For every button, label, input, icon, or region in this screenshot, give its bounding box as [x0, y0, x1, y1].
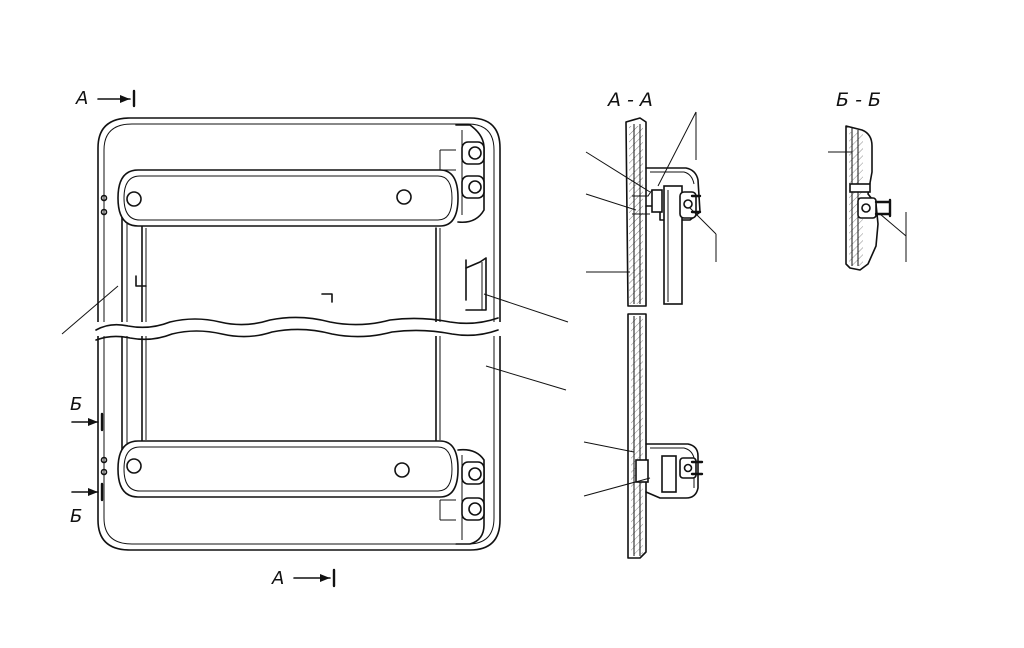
top-strap — [117, 169, 459, 227]
view-title: Б - Б — [836, 89, 881, 111]
strap-rivet-icon — [396, 189, 412, 205]
leader-line — [585, 193, 637, 211]
right-bottom-hinge — [439, 448, 485, 545]
hinge-bolt-icon — [468, 146, 482, 160]
outer-frame — [97, 117, 501, 551]
leader-line — [879, 213, 907, 237]
small-hole-icon — [100, 194, 108, 202]
bolt-icon — [861, 203, 871, 213]
lower-hinge-bracket — [645, 443, 699, 499]
section-label: А — [271, 568, 284, 589]
section-view-a-a: А - А — [583, 89, 717, 559]
right-rail-bracket — [465, 257, 487, 311]
leader-line — [583, 477, 651, 497]
leader-line — [483, 293, 569, 323]
bolt-icon — [683, 463, 693, 473]
section-marker-a-bottom: А — [271, 568, 336, 589]
leader-line — [61, 285, 119, 335]
mark-corner-left — [135, 275, 147, 287]
small-hole-icon — [100, 468, 108, 476]
small-hole-icon — [100, 208, 108, 216]
break-line-upper — [95, 316, 499, 331]
leader-line — [583, 441, 635, 453]
section-marker-b-upper: Б — [70, 394, 104, 432]
section-label: Б — [70, 506, 82, 527]
strap-rivet-icon — [126, 191, 142, 207]
leader-line — [485, 365, 567, 391]
front-view: А А Б Б — [61, 88, 569, 589]
leader-line — [657, 111, 697, 187]
view-title: А - А — [606, 89, 653, 111]
section-label: А — [75, 88, 88, 109]
strap-rivet-icon — [394, 462, 410, 478]
section-label: Б — [70, 394, 82, 415]
strap-rivet-icon — [126, 458, 142, 474]
leader-line — [585, 151, 651, 193]
section-marker-a-top: А — [75, 88, 136, 109]
small-hole-icon — [100, 456, 108, 464]
section-marker-b-lower: Б — [70, 482, 104, 527]
hinge-bolt-icon — [468, 502, 482, 516]
panel-lower — [627, 313, 647, 559]
break-line-lower — [95, 328, 499, 341]
bolt-icon — [683, 199, 693, 209]
panel-b — [845, 125, 879, 271]
bottom-strap — [117, 440, 459, 498]
leader-line — [689, 207, 717, 235]
hinge-bolt-icon — [468, 467, 482, 481]
hinge-bolt-icon — [468, 180, 482, 194]
right-top-hinge — [439, 124, 485, 224]
mark-corner-center — [321, 293, 333, 303]
section-view-b-b: Б - Б — [828, 89, 907, 271]
